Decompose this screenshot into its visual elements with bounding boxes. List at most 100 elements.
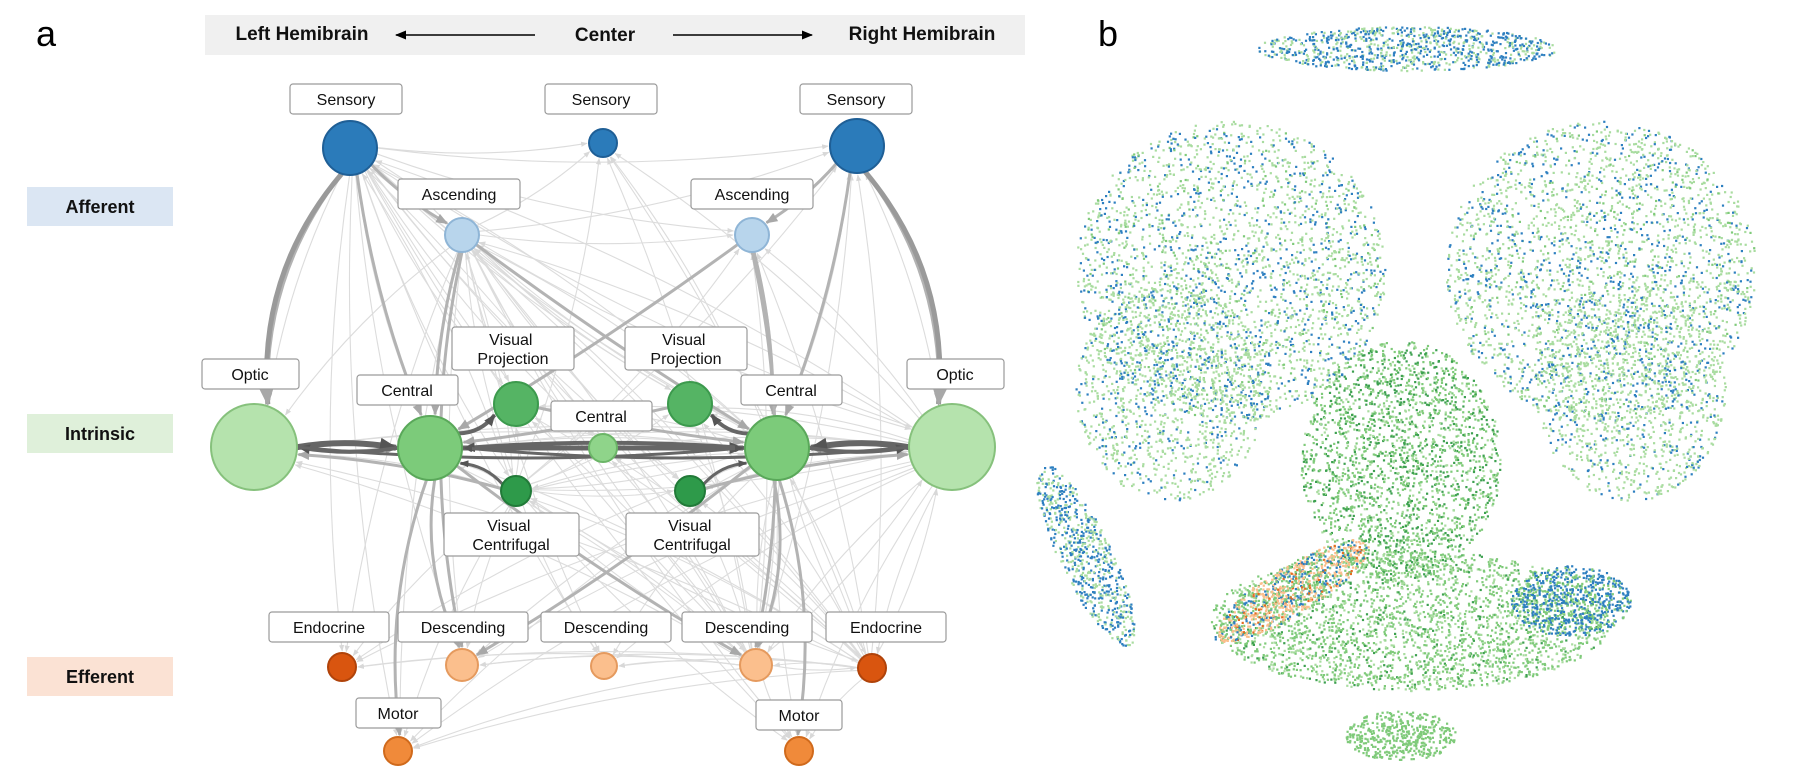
cell-point xyxy=(1089,612,1092,615)
cell-point xyxy=(1132,340,1135,343)
cell-point xyxy=(1107,569,1110,572)
cell-point xyxy=(1277,39,1280,42)
cell-point xyxy=(1132,201,1135,204)
cell-point xyxy=(1073,541,1076,544)
cell-point xyxy=(1097,552,1100,555)
cell-point xyxy=(1346,242,1349,245)
cell-point xyxy=(1688,288,1692,291)
cell-point xyxy=(1086,519,1089,522)
cell-point xyxy=(1360,256,1363,259)
cell-point xyxy=(1305,331,1308,334)
cell-point xyxy=(1289,284,1292,287)
cell-point xyxy=(1401,53,1404,57)
cell-point xyxy=(1081,566,1084,569)
cell-point xyxy=(1248,291,1251,294)
cell-point xyxy=(1231,346,1234,349)
label-central-right: Central xyxy=(740,374,843,406)
cell-point xyxy=(1506,36,1509,39)
cell-point xyxy=(1203,262,1206,265)
cell-point xyxy=(1381,55,1384,58)
cell-point xyxy=(1266,397,1269,400)
cell-point xyxy=(1307,207,1310,211)
cell-point xyxy=(1304,180,1308,183)
cell-point xyxy=(1275,236,1278,239)
cell-point xyxy=(1527,55,1530,58)
cell-point xyxy=(1416,67,1419,70)
cell-point xyxy=(1656,221,1659,224)
cell-point xyxy=(1641,406,1644,409)
cell-point xyxy=(1089,536,1092,539)
cell-point xyxy=(1438,34,1441,37)
cell-point xyxy=(1465,40,1468,43)
cell-point xyxy=(1509,57,1512,60)
cell-point xyxy=(1571,257,1574,260)
cell-point xyxy=(1171,357,1174,360)
cell-point xyxy=(1325,314,1328,317)
cell-point xyxy=(1043,470,1046,473)
edge-vcr-or xyxy=(704,450,909,490)
cell-point xyxy=(1369,68,1372,72)
label-box xyxy=(397,178,521,210)
cell-point xyxy=(1262,266,1265,269)
cell-point xyxy=(1200,175,1203,178)
cell-point xyxy=(1515,62,1518,65)
cell-point xyxy=(1342,192,1345,195)
cell-point xyxy=(1399,49,1403,52)
cell-point xyxy=(1036,493,1039,496)
cell-point xyxy=(1319,64,1322,67)
cell-point xyxy=(1286,58,1289,61)
cell-point xyxy=(1339,327,1342,330)
cell-point xyxy=(1454,294,1457,297)
cell-point xyxy=(1144,303,1147,306)
cell-point xyxy=(1173,394,1176,397)
cell-point xyxy=(1350,43,1353,46)
cell-point xyxy=(1317,293,1320,296)
cell-point xyxy=(1189,330,1192,333)
cell-point xyxy=(1483,214,1486,217)
cell-point xyxy=(1324,214,1327,217)
cell-point xyxy=(1124,591,1127,594)
cell-point xyxy=(1459,34,1462,38)
cell-point xyxy=(1313,39,1316,42)
cell-point xyxy=(1403,29,1406,32)
cell-point xyxy=(1412,63,1416,66)
cell-point xyxy=(1361,66,1364,69)
cell-point xyxy=(1065,547,1068,550)
cell-point xyxy=(1111,272,1114,275)
ascending-left-node xyxy=(444,217,480,253)
cell-point xyxy=(1471,29,1474,32)
cell-point xyxy=(1553,236,1556,239)
edge-ol-cr xyxy=(296,445,744,460)
cell-point xyxy=(1342,227,1345,230)
cell-point xyxy=(1312,322,1315,325)
cell-point xyxy=(1107,590,1110,593)
optic-right-node xyxy=(908,403,996,491)
cell-point xyxy=(1163,178,1166,181)
cell-point xyxy=(1333,318,1337,321)
cell-point xyxy=(1079,555,1083,558)
cell-point xyxy=(1238,124,1241,127)
cell-point xyxy=(1173,147,1176,150)
cell-point xyxy=(1055,506,1058,509)
cell-point xyxy=(1333,250,1336,253)
cell-point xyxy=(1266,392,1269,395)
cell-point xyxy=(1457,30,1460,33)
cell-point xyxy=(1106,584,1109,587)
cell-point xyxy=(1306,359,1309,362)
cell-point xyxy=(1372,243,1375,246)
cell-point xyxy=(1513,387,1516,390)
cell-point xyxy=(1312,63,1315,66)
cell-point xyxy=(1336,322,1339,325)
cell-point xyxy=(1157,188,1161,192)
cell-point xyxy=(1360,37,1363,41)
cell-point xyxy=(1247,356,1250,359)
cell-point xyxy=(1245,269,1248,272)
cell-point xyxy=(1174,268,1177,271)
cell-point xyxy=(1357,297,1360,300)
cell-point xyxy=(1375,286,1378,289)
cell-point xyxy=(1288,161,1291,165)
cell-point xyxy=(1345,257,1348,260)
cell-point xyxy=(1325,287,1328,290)
cell-point xyxy=(1276,320,1279,323)
cell-point xyxy=(1433,36,1436,39)
